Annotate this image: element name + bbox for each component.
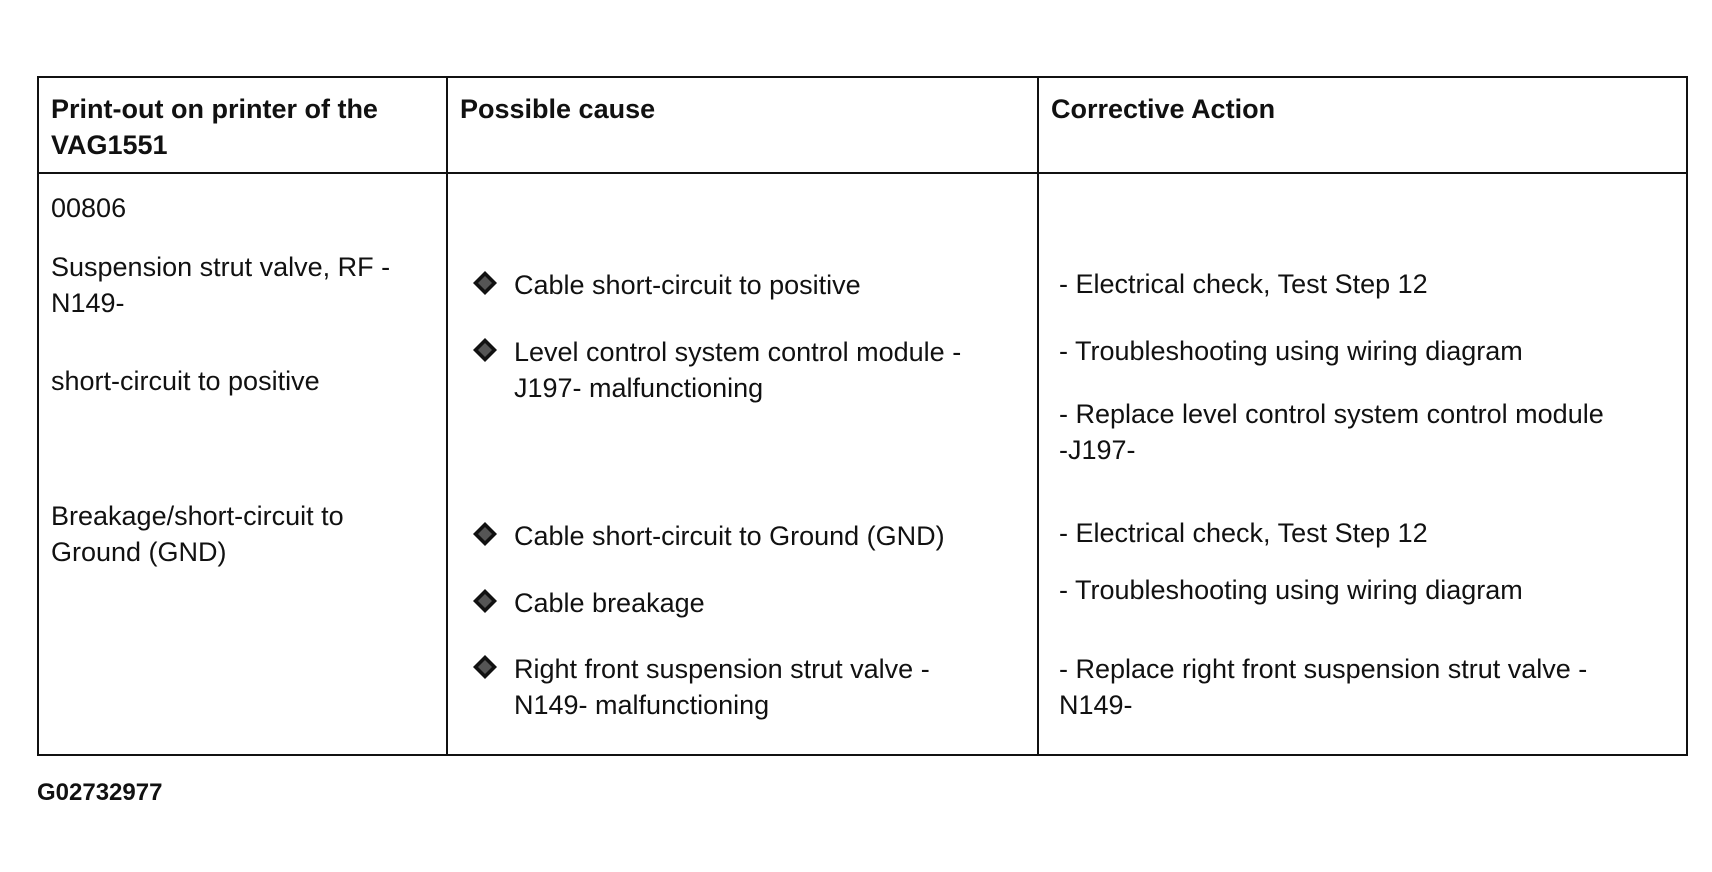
header-printout-line-2: VAG1551: [51, 130, 168, 160]
diamond-bullet-icon: [473, 655, 497, 679]
header-possible-cause: Possible cause: [460, 94, 656, 124]
fault-type-2-line-2: Ground (GND): [51, 537, 227, 567]
column-divider-2: [1037, 78, 1039, 754]
cause-module-line-1: Level control system control module -: [514, 337, 962, 367]
action-troubleshooting-1: - Troubleshooting using wiring diagram: [1059, 336, 1523, 366]
fault-code: 00806: [51, 193, 127, 223]
diagnostic-table: Print-out on printer of the VAG1551 Poss…: [37, 76, 1688, 756]
header-printout-line-1: Print-out on printer of the: [51, 94, 378, 124]
diamond-bullet-icon: [473, 589, 497, 613]
header-divider: [39, 172, 1686, 174]
cause-strut-valve-line-2: N149- malfunctioning: [514, 690, 770, 720]
figure-id: G02732977: [37, 779, 163, 806]
diamond-bullet-icon: [473, 271, 497, 295]
fault-type-1: short-circuit to positive: [51, 366, 320, 396]
column-divider-1: [446, 78, 448, 754]
action-replace-module-line-1: - Replace level control system control m…: [1059, 399, 1604, 429]
component-line-2: N149-: [51, 288, 125, 318]
cause-cable-breakage: Cable breakage: [514, 588, 705, 618]
action-replace-valve-line-2: N149-: [1059, 690, 1133, 720]
action-troubleshooting-2: - Troubleshooting using wiring diagram: [1059, 575, 1523, 605]
component-line-1: Suspension strut valve, RF -: [51, 252, 391, 282]
diamond-bullet-icon: [473, 338, 497, 362]
diamond-bullet-icon: [473, 522, 497, 546]
cause-module-line-2: J197- malfunctioning: [514, 373, 764, 403]
action-replace-module-line-2: -J197-: [1059, 435, 1136, 465]
cause-cable-short-ground: Cable short-circuit to Ground (GND): [514, 521, 945, 551]
header-corrective-action: Corrective Action: [1051, 94, 1276, 124]
action-replace-valve-line-1: - Replace right front suspension strut v…: [1059, 654, 1588, 684]
cause-strut-valve-line-1: Right front suspension strut valve -: [514, 654, 930, 684]
cause-cable-short-positive: Cable short-circuit to positive: [514, 270, 861, 300]
action-electrical-check-2: - Electrical check, Test Step 12: [1059, 518, 1428, 548]
fault-type-2-line-1: Breakage/short-circuit to: [51, 501, 344, 531]
action-electrical-check-1: - Electrical check, Test Step 12: [1059, 269, 1428, 299]
